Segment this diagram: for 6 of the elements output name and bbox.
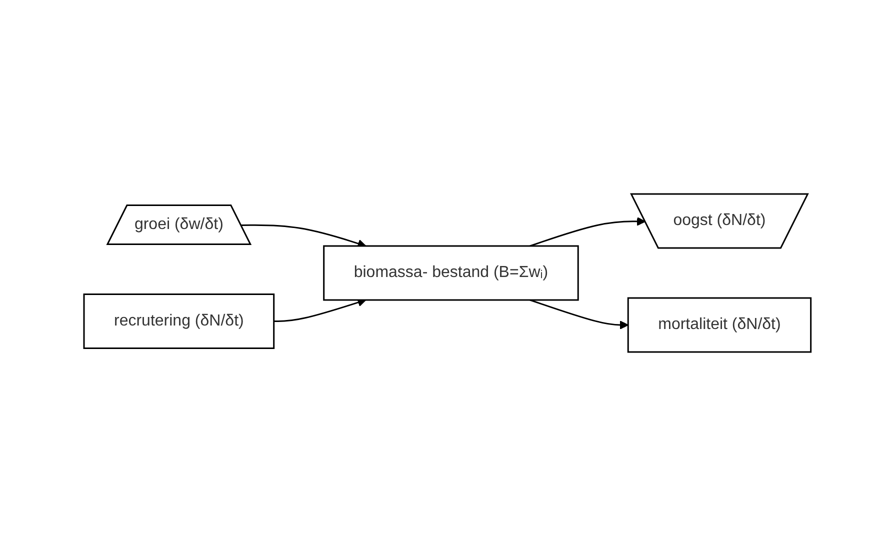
- arrow: [241, 224, 366, 248]
- arrow: [530, 216, 646, 246]
- node-box: biomassa- bestand (B=Σwᵢ): [323, 244, 579, 300]
- node-box: recrutering (δN/δt): [83, 293, 275, 348]
- node-box: mortaliteit (δN/δt): [627, 296, 812, 352]
- arrow: [530, 298, 629, 329]
